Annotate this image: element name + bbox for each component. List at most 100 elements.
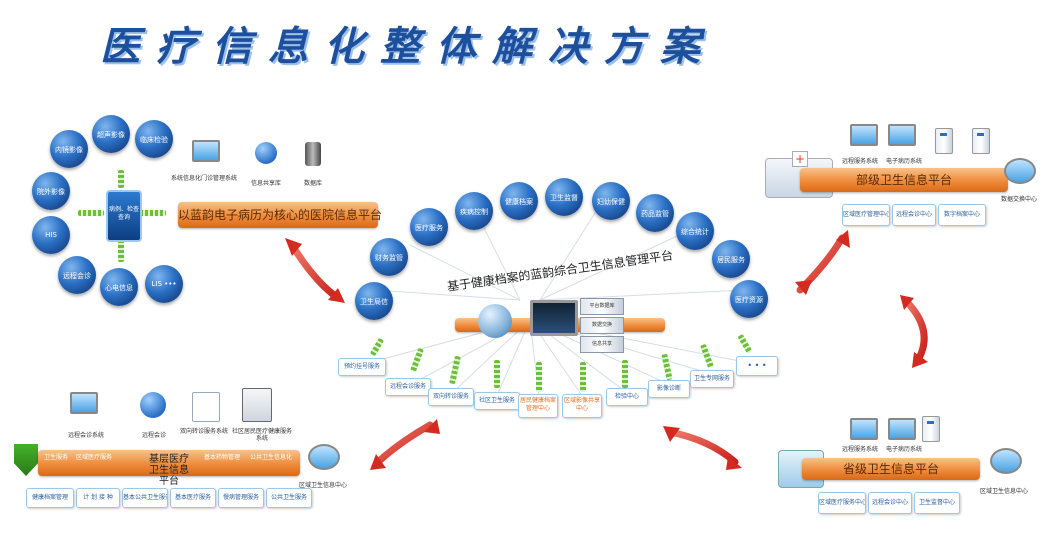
province-platform-bar: 省级卫生信息平台 bbox=[802, 458, 980, 480]
satellite-label: LIS ••• bbox=[151, 280, 177, 288]
satellite-label: 远程会诊 bbox=[63, 272, 91, 280]
satellite-circle: HIS bbox=[32, 216, 70, 254]
arrow-center-province bbox=[666, 428, 739, 466]
service-tag-highlight: 居民健康档案管理中心 bbox=[518, 394, 558, 418]
arrow-ministry-province bbox=[901, 296, 928, 364]
arc-circle: 居民服务 bbox=[712, 240, 750, 278]
service-tag-more: • • • bbox=[736, 356, 778, 376]
arc-circle-label: 疾病控制 bbox=[460, 208, 488, 216]
server-label: 平台数据库 bbox=[580, 298, 624, 315]
grassroots-side-label: 区域卫生信息中心 bbox=[298, 482, 347, 489]
grassroots-platform-bar: 卫生服务 区域医疗服务 基层医疗卫生信息平台 基本药物管理 公共卫生信息化 bbox=[38, 450, 300, 487]
spring-connector bbox=[118, 170, 124, 188]
satellite-circle: 超声影像 bbox=[92, 115, 130, 153]
arc-circle-label: 综合统计 bbox=[681, 228, 709, 236]
server-stack-icon: 平台数据库 数据交换 信息共享 bbox=[580, 298, 624, 353]
device-label: 病例、检查查询 bbox=[108, 206, 139, 221]
grassroots-tag: 慢病管理服务 bbox=[218, 488, 264, 508]
service-tag: 双向转诊服务 bbox=[428, 388, 474, 406]
monitor-icon bbox=[192, 140, 220, 162]
arc-circle: 疾病控制 bbox=[455, 192, 493, 230]
grassroots-tag: 基本医疗服务 bbox=[170, 488, 216, 508]
service-tag: 远程会诊服务 bbox=[385, 378, 431, 396]
document-icon bbox=[192, 392, 220, 422]
spring-connector bbox=[536, 362, 542, 392]
arc-circle-label: 财务监管 bbox=[375, 254, 403, 262]
database-icon bbox=[305, 142, 321, 166]
satellite-label: 院外影像 bbox=[37, 188, 65, 196]
province-side-label: 区域卫生信息中心 bbox=[979, 488, 1028, 495]
ministry-monitor-label: 远程服务系统 bbox=[841, 158, 878, 165]
globe-icon bbox=[140, 392, 166, 418]
arc-circle: 综合统计 bbox=[676, 212, 714, 250]
arc-circle: 财务监管 bbox=[370, 238, 408, 276]
service-tag: 检验中心 bbox=[606, 388, 648, 406]
monitor-icon bbox=[70, 392, 98, 414]
spring-connector bbox=[78, 210, 104, 216]
hospital-platform-bar: 以蓝韵电子病历为核心的医院信息平台 bbox=[178, 202, 382, 228]
globe-icon bbox=[478, 304, 512, 338]
server-label: 数据交换 bbox=[580, 317, 624, 334]
monitor-icon bbox=[990, 448, 1022, 474]
arc-circle-label: 妇幼保健 bbox=[597, 198, 625, 206]
satellite-label: 内镜影像 bbox=[55, 146, 83, 154]
ministry-tag: 区域医疗管理中心 bbox=[842, 204, 890, 226]
arc-circle-label: 卫生监督 bbox=[550, 194, 578, 202]
arc-circle: 卫生监督 bbox=[545, 178, 583, 216]
arrow-hospital-center bbox=[288, 241, 342, 302]
satellite-circle: 临床检验 bbox=[135, 120, 173, 158]
satellite-circle: 内镜影像 bbox=[50, 130, 88, 168]
monitor-icon bbox=[888, 418, 916, 440]
spring-connector bbox=[580, 362, 586, 392]
arc-circle: 医疗资源 bbox=[730, 280, 768, 318]
arc-circle-label: 居民服务 bbox=[717, 256, 745, 264]
province-tag: 区域医疗服务中心 bbox=[818, 492, 866, 514]
arc-circle: 妇幼保健 bbox=[592, 182, 630, 220]
bar-left-label: 区域医疗服务 bbox=[76, 454, 113, 461]
satellite-label: 心电信息 bbox=[105, 284, 133, 292]
monitor-icon bbox=[1004, 158, 1036, 184]
grassroots-icon-label: 远程会诊 bbox=[141, 432, 166, 439]
arc-circle-label: 医疗服务 bbox=[415, 224, 443, 232]
service-tag: 预约挂号服务 bbox=[338, 358, 386, 376]
ministry-monitor-label: 电子病历系统 bbox=[885, 158, 922, 165]
satellite-label: HIS bbox=[45, 231, 57, 239]
arc-circle-label: 健康档案 bbox=[505, 198, 533, 206]
arc-circle-label: 卫生局信 bbox=[360, 298, 388, 306]
province-monitor-label: 电子病历系统 bbox=[885, 446, 922, 453]
arc-circle: 医疗服务 bbox=[410, 208, 448, 246]
server-icon bbox=[972, 128, 990, 154]
monitor-icon bbox=[530, 300, 578, 336]
spring-connector bbox=[118, 240, 124, 262]
grassroots-icon-label: 远程会诊系统 bbox=[67, 432, 104, 439]
province-monitor-label: 远程服务系统 bbox=[841, 446, 878, 453]
grassroots-tag: 计 划 接 种 bbox=[76, 488, 120, 508]
ministry-platform-bar: 部级卫生信息平台 bbox=[800, 168, 1008, 192]
satellite-circle: 院外影像 bbox=[32, 172, 70, 210]
service-tag: 影像诊断 bbox=[648, 380, 690, 398]
monitor-icon bbox=[888, 124, 916, 146]
grassroots-tag: 健康档案管理 bbox=[26, 488, 74, 508]
province-tag: 远程会诊中心 bbox=[868, 492, 912, 514]
service-tag: 社区卫生服务 bbox=[474, 392, 520, 410]
globe-icon bbox=[255, 142, 277, 164]
arc-circle-label: 医疗资源 bbox=[735, 296, 763, 304]
satellite-label: 临床检验 bbox=[140, 136, 168, 144]
page-title: 医疗信息化整体解决方案 bbox=[100, 23, 716, 70]
arrow-center-grassroots bbox=[374, 421, 434, 466]
server-icon bbox=[922, 416, 940, 442]
server-label: 信息共享 bbox=[580, 336, 624, 353]
monitor-icon bbox=[308, 444, 340, 470]
hospital-icon-label: 信息共享库 bbox=[250, 180, 281, 187]
arc-circle: 药品监管 bbox=[636, 194, 674, 232]
ministry-tag: 数字档案中心 bbox=[938, 204, 986, 226]
file-stack-icon bbox=[242, 388, 272, 422]
bar-right-label: 基本药物管理 bbox=[204, 454, 241, 461]
device-icon: 病例、检查查询 bbox=[106, 190, 142, 242]
monitor-icon bbox=[850, 124, 878, 146]
monitor-icon bbox=[850, 418, 878, 440]
hospital-icon-label: 数据库 bbox=[303, 180, 322, 187]
grassroots-platform-label: 基层医疗卫生信息平台 bbox=[149, 454, 189, 487]
grassroots-tag: 公共卫生服务 bbox=[266, 488, 312, 508]
arc-circle: 健康档案 bbox=[500, 182, 538, 220]
